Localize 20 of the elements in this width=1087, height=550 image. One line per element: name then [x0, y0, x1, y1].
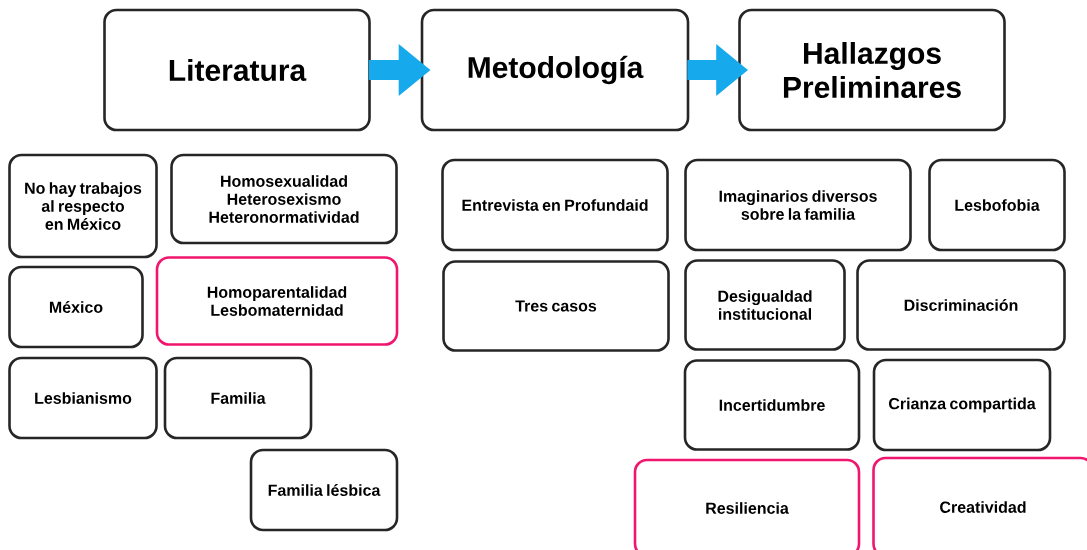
heading-box: Literatura	[103, 8, 371, 132]
concept-box: México	[8, 265, 144, 349]
concept-box: Entrevista en Profundaid	[441, 158, 669, 252]
concept-box: Resiliencia	[633, 458, 861, 550]
concept-box: Homoparentalidad Lesbomaternidad	[155, 256, 399, 346]
concept-box: No hay trabajos al respecto en México	[8, 153, 158, 259]
concept-box: Crianza compartida	[872, 358, 1052, 452]
concept-box: Familia	[163, 356, 313, 440]
concept-box: Lesbofobia	[928, 158, 1066, 252]
concept-box: Discriminación	[856, 259, 1066, 351]
concept-box: Familia lésbica	[249, 448, 399, 532]
heading-box: Hallazgos Preliminares	[738, 8, 1006, 132]
concept-box: Desigualdad institucional	[684, 259, 846, 351]
concept-box: Homosexualidad Heterosexismo Heteronormatividad	[170, 153, 398, 245]
concept-box: Lesbianismo	[8, 356, 158, 440]
concept-box: Incertidumbre	[683, 359, 861, 451]
concept-box: Imaginarios diversos sobre la familia	[684, 158, 912, 252]
concept-box: Creatividad	[872, 456, 1087, 550]
heading-box: Metodología	[420, 8, 690, 132]
concept-box: Tres casos	[442, 260, 670, 352]
